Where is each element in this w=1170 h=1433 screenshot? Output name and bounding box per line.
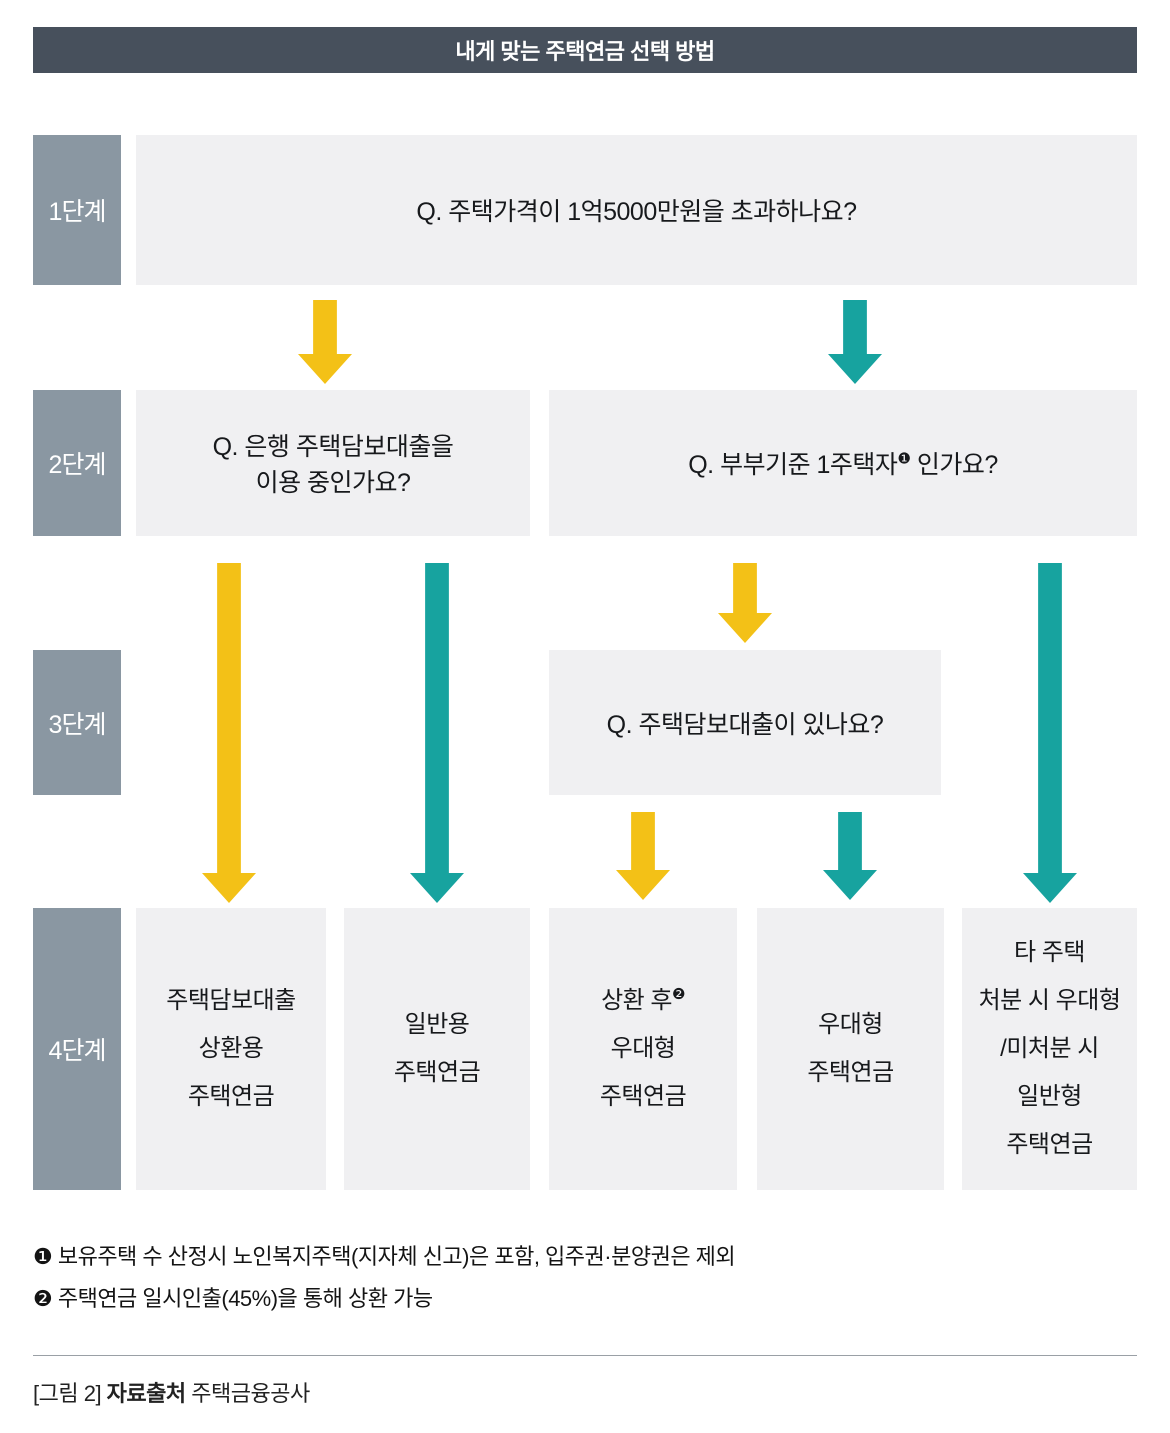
result-2-text: 일반용 주택연금 (393, 1011, 481, 1086)
result-3-line2: 우대형 (610, 1035, 676, 1062)
arrow-stage2-right-to-stage3 (718, 563, 772, 643)
question-stage2-right-text: Q. 부부기준 1주택자❶ 인가요? (688, 445, 998, 481)
question-stage3-text: Q. 주택담보대출이 있나요? (606, 710, 884, 739)
question-stage2-right-prefix: Q. 부부기준 1주택자 (688, 451, 898, 479)
question-box-stage3: Q. 주택담보대출이 있나요? (549, 650, 941, 795)
caption-divider (33, 1355, 1137, 1356)
result-4-text: 우대형 주택연금 (807, 1011, 894, 1086)
arrow-stage1-to-stage2-left (298, 300, 352, 384)
chart-title: 내게 맞는 주택연금 선택 방법 (455, 39, 715, 64)
footnote-2: ❷ 주택연금 일시인출(45%)을 통해 상환 가능 (33, 1286, 433, 1311)
footnotes: ❶ 보유주택 수 산정시 노인복지주택(지자체 신고)은 포함, 입주권·분양권… (33, 1236, 736, 1320)
question-stage2-left-text: Q. 은행 주택담보대출을 이용 중인가요? (212, 433, 454, 497)
result-3-line3: 주택연금 (599, 1083, 687, 1110)
result-box-1: 주택담보대출 상환용 주택연금 (136, 908, 326, 1190)
footnote-1: ❶ 보유주택 수 산정시 노인복지주택(지자체 신고)은 포함, 입주권·분양권… (33, 1244, 736, 1269)
caption-prefix: [그림 2] (33, 1381, 107, 1406)
arrow-stage1-to-stage2-right (828, 300, 882, 384)
result-1-text: 주택담보대출 상환용 주택연금 (166, 987, 296, 1110)
question-stage1-text: Q. 주택가격이 1억5000만원을 초과하나요? (416, 198, 857, 226)
stage-label-1: 1단계 (33, 135, 121, 285)
result-box-3: 상환 후❷ 우대형 주택연금 (549, 908, 737, 1190)
arrow-stage2-left-to-result1 (202, 563, 256, 903)
stage-label-3: 3단계 (33, 650, 121, 795)
arrow-stage3-to-result3 (616, 812, 670, 900)
result-3-line1: 상환 후❷ (601, 977, 685, 1025)
question-stage2-right-suffix: 인가요? (910, 451, 998, 479)
result-5-text: 타 주택 처분 시 우대형 /미처분 시 일반형 주택연금 (978, 939, 1121, 1158)
figure-caption: [그림 2] 자료출처 주택금융공사 (33, 1376, 310, 1408)
footnote-2-marker: ❷ (671, 986, 685, 1003)
question-box-stage1: Q. 주택가격이 1억5000만원을 초과하나요? (136, 135, 1137, 285)
arrow-stage2-right-to-result5 (1023, 563, 1077, 903)
result-box-5: 타 주택 처분 시 우대형 /미처분 시 일반형 주택연금 (962, 908, 1137, 1190)
result-box-2: 일반용 주택연금 (344, 908, 530, 1190)
caption-source-label: 자료출처 (106, 1381, 186, 1406)
question-box-stage2-left: Q. 은행 주택담보대출을 이용 중인가요? (136, 390, 530, 536)
chart-title-bar: 내게 맞는 주택연금 선택 방법 (33, 27, 1137, 73)
footnote-1-marker: ❶ (897, 450, 911, 468)
stage-label-2: 2단계 (33, 390, 121, 536)
result-box-4: 우대형 주택연금 (757, 908, 944, 1190)
stage-label-4: 4단계 (33, 908, 121, 1190)
result-3-line1-text: 상환 후 (601, 987, 672, 1014)
caption-source-value: 주택금융공사 (185, 1381, 310, 1406)
arrow-stage3-to-result4 (823, 812, 877, 900)
arrow-stage2-left-to-result2 (410, 563, 464, 903)
question-box-stage2-right: Q. 부부기준 1주택자❶ 인가요? (549, 390, 1137, 536)
